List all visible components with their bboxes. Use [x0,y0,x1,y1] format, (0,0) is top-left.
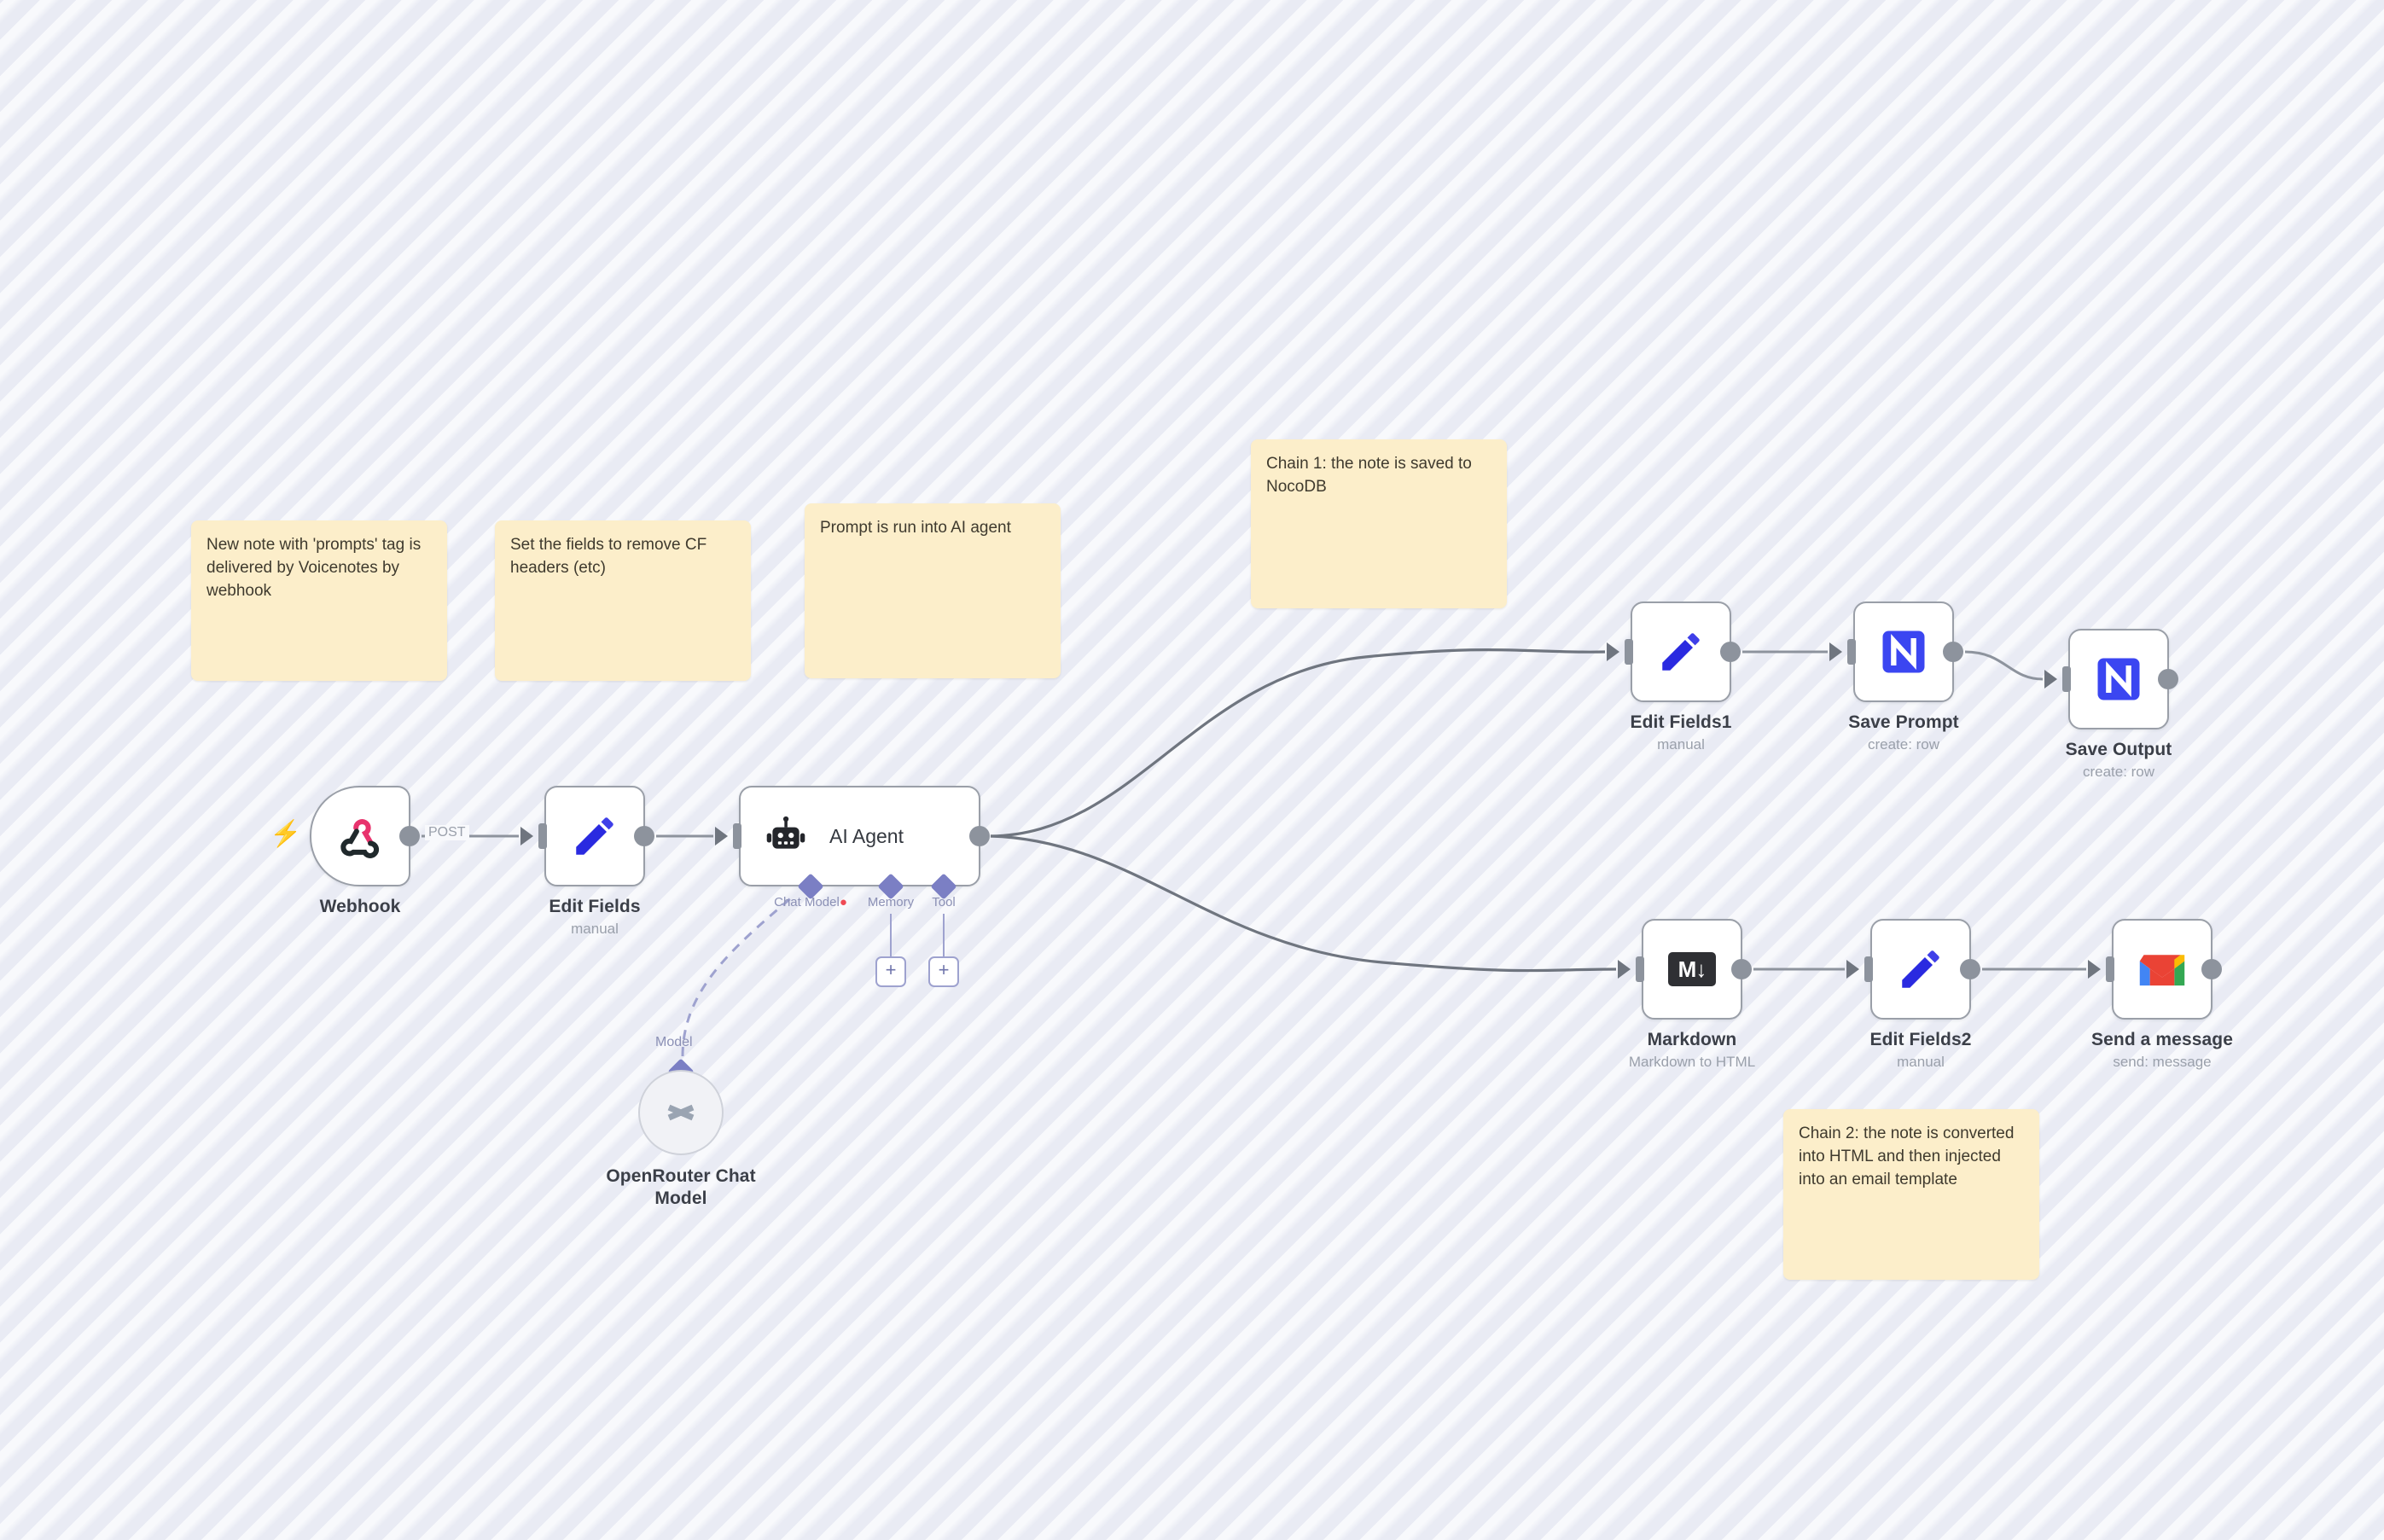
edit-fields-output-port[interactable] [634,826,654,846]
edit-fields2-output-port[interactable] [1960,959,1980,979]
save-prompt-input-arrow [1829,642,1842,661]
markdown-input-arrow [1618,960,1631,979]
node-label-edit-fields: Edit Fields [549,897,641,916]
sticky-note-text: Chain 2: the note is converted into HTML… [1799,1124,2015,1188]
node-subtitle-edit-fields: manual [571,921,619,937]
tool-stem [943,914,945,956]
add-memory-button[interactable]: + [875,956,906,987]
node-label-openrouter-chat-model: OpenRouter Chat Model [606,1166,756,1208]
ai-agent-input-port[interactable] [733,823,741,849]
node-markdown[interactable]: M↓ Markdown Markdown to HTML [1618,919,1755,1070]
node-label-webhook: Webhook [319,897,401,916]
send-message-output-port[interactable] [2201,959,2222,979]
add-tool-button[interactable]: + [928,956,959,987]
edit-fields-input-arrow [520,827,533,846]
sticky-note-text: Chain 1: the note is saved to NocoDB [1266,455,1472,496]
gmail-icon [2139,955,2185,986]
edit-fields1-output-port[interactable] [1720,642,1741,662]
ai-agent-output-port[interactable] [969,826,990,846]
node-webhook[interactable]: Webhook [310,786,420,916]
node-save-output[interactable]: Save Output create: row [2044,629,2178,780]
ai-agent-input-arrow [715,827,728,846]
save-output-input-port[interactable] [2062,666,2071,692]
send-message-input-arrow [2088,960,2101,979]
sticky-note-prompt[interactable]: Prompt is run into AI agent [805,503,1061,678]
pencil-icon [576,817,613,855]
sticky-note-set-fields[interactable]: Set the fields to remove CF headers (etc… [495,520,751,681]
node-edit-fields-2[interactable]: Edit Fields2 manual [1846,919,1980,1070]
trigger-bolt-icon: ⚡ [270,820,302,848]
markdown-input-port[interactable] [1636,956,1644,982]
node-label-edit-fields-1: Edit Fields1 [1630,712,1732,732]
tool-label: Tool [932,895,956,909]
pencil-icon [1902,950,1939,988]
webhook-icon [340,819,380,858]
node-label-markdown: Markdown [1647,1030,1737,1049]
sticky-note-text: Prompt is run into AI agent [820,519,1011,537]
node-openrouter-chat-model[interactable]: OpenRouter Chat Model [606,1058,756,1208]
edge-agent-to-markdown [990,834,1617,973]
nocodb-icon [1882,631,1925,673]
node-send-a-message[interactable]: Send a message send: message [2088,919,2233,1070]
edit-fields2-input-arrow [1846,960,1859,979]
edit-fields1-input-arrow [1607,642,1619,661]
memory-label: Memory [867,895,915,909]
memory-stem [890,914,892,956]
save-prompt-input-port[interactable] [1847,639,1856,665]
node-label-edit-fields-2: Edit Fields2 [1869,1030,1972,1049]
pencil-icon [1662,633,1700,671]
edit-fields1-input-port[interactable] [1625,639,1633,665]
node-subtitle-save-prompt: create: row [1867,736,1940,753]
nocodb-icon [2097,658,2140,700]
edit-fields-input-port[interactable] [538,823,547,849]
node-save-prompt[interactable]: Save Prompt create: row [1829,601,1963,753]
connection-label-model: Model [655,1035,693,1049]
sticky-note-text: Set the fields to remove CF headers (etc… [510,536,707,577]
sticky-note-chain-2[interactable]: Chain 2: the note is converted into HTML… [1783,1109,2039,1280]
edge-chat-model-to-agent [681,894,794,1057]
node-edit-fields-1[interactable]: Edit Fields1 manual [1607,601,1741,753]
webhook-output-port[interactable] [399,826,420,846]
node-ai-agent[interactable]: AI Agent Chat Model● Memory + Tool + [715,786,990,987]
node-subtitle-send-a-message: send: message [2113,1054,2212,1070]
markdown-output-port[interactable] [1731,959,1752,979]
save-prompt-output-port[interactable] [1943,642,1963,662]
send-message-input-port[interactable] [2106,956,2114,982]
node-subtitle-edit-fields-2: manual [1897,1054,1945,1070]
chat-model-label: Chat Model● [774,895,847,909]
node-edit-fields[interactable]: Edit Fields manual [520,786,654,937]
node-subtitle-save-output: create: row [2082,764,2155,780]
markdown-icon: M↓ [1668,952,1716,986]
edge-agent-to-edit-fields1 [990,648,1606,838]
save-output-output-port[interactable] [2158,669,2178,689]
sticky-note-text: New note with 'prompts' tag is delivered… [206,536,422,600]
sticky-note-webhook[interactable]: New note with 'prompts' tag is delivered… [191,520,447,681]
node-label-save-output: Save Output [2065,740,2172,759]
connection-label-post: POST [425,825,469,840]
openrouter-icon [667,1104,695,1121]
node-subtitle-markdown: Markdown to HTML [1628,1054,1756,1070]
ai-agent-title: AI Agent [829,824,904,847]
node-label-save-prompt: Save Prompt [1848,712,1959,732]
sticky-note-chain-1[interactable]: Chain 1: the note is saved to NocoDB [1251,439,1507,608]
robot-icon [766,816,805,849]
node-subtitle-edit-fields-1: manual [1657,736,1705,753]
save-output-input-arrow [2044,670,2057,689]
edge-save-prompt-to-save-output [1964,650,2044,681]
edit-fields2-input-port[interactable] [1864,956,1873,982]
node-label-send-a-message: Send a message [2091,1030,2233,1049]
